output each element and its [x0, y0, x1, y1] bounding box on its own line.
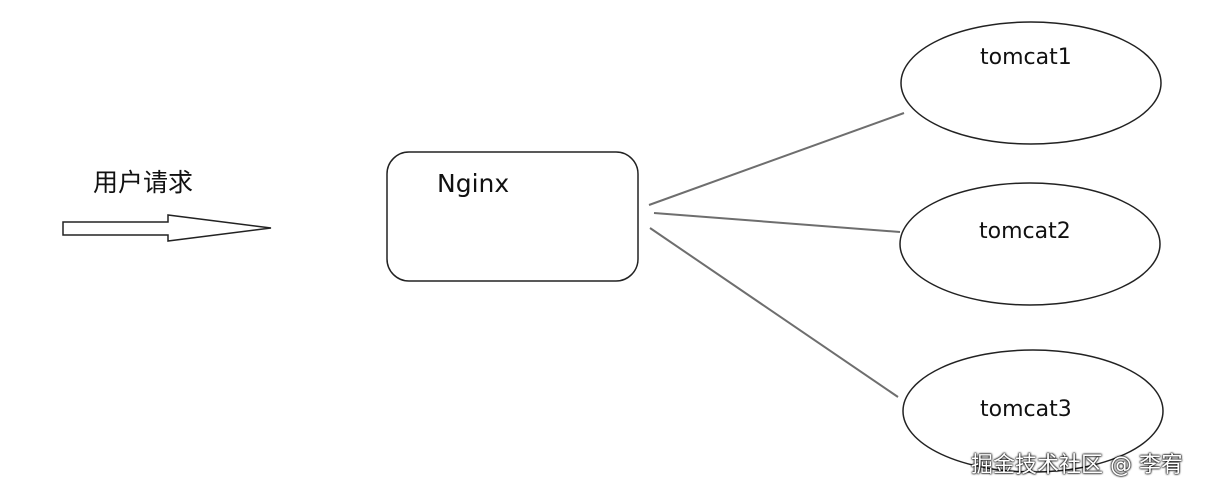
connection-line-tomcat2	[653, 212, 901, 233]
request-label: 用户请求	[93, 168, 194, 197]
nginx-label: Nginx	[437, 169, 510, 198]
tomcat2-node	[899, 182, 1161, 306]
connection-line-tomcat3	[649, 227, 899, 398]
tomcat1-node	[900, 21, 1162, 145]
tomcat3-node	[902, 349, 1164, 473]
tomcat3-label: tomcat3	[980, 397, 1072, 422]
tomcat1-label: tomcat1	[980, 45, 1072, 70]
nginx-box	[386, 151, 639, 282]
tomcat2-label: tomcat2	[979, 219, 1071, 244]
connection-line-tomcat1	[648, 112, 905, 206]
watermark: 掘金技术社区 @ 李宥	[971, 453, 1183, 478]
request-arrow	[62, 214, 272, 242]
